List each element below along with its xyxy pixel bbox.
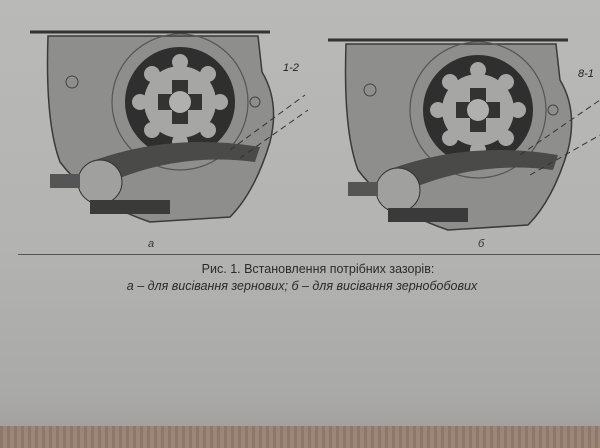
sublabel-b: б xyxy=(478,238,485,250)
ruler-edge xyxy=(0,426,600,448)
figure-divider xyxy=(18,254,600,255)
caption-legend: а – для висівання зернових; б – для висі… xyxy=(126,279,478,293)
mechanism-a xyxy=(28,30,276,224)
gap-label-a: 1-2 xyxy=(283,62,299,74)
sublabel-a: а xyxy=(148,238,155,250)
gap-label-b: 8-1 xyxy=(578,68,594,80)
caption-title: Рис. 1. Встановлення потрібних зазорів: xyxy=(201,262,435,276)
mechanism-b xyxy=(326,38,574,232)
figure-drawings xyxy=(28,30,600,232)
